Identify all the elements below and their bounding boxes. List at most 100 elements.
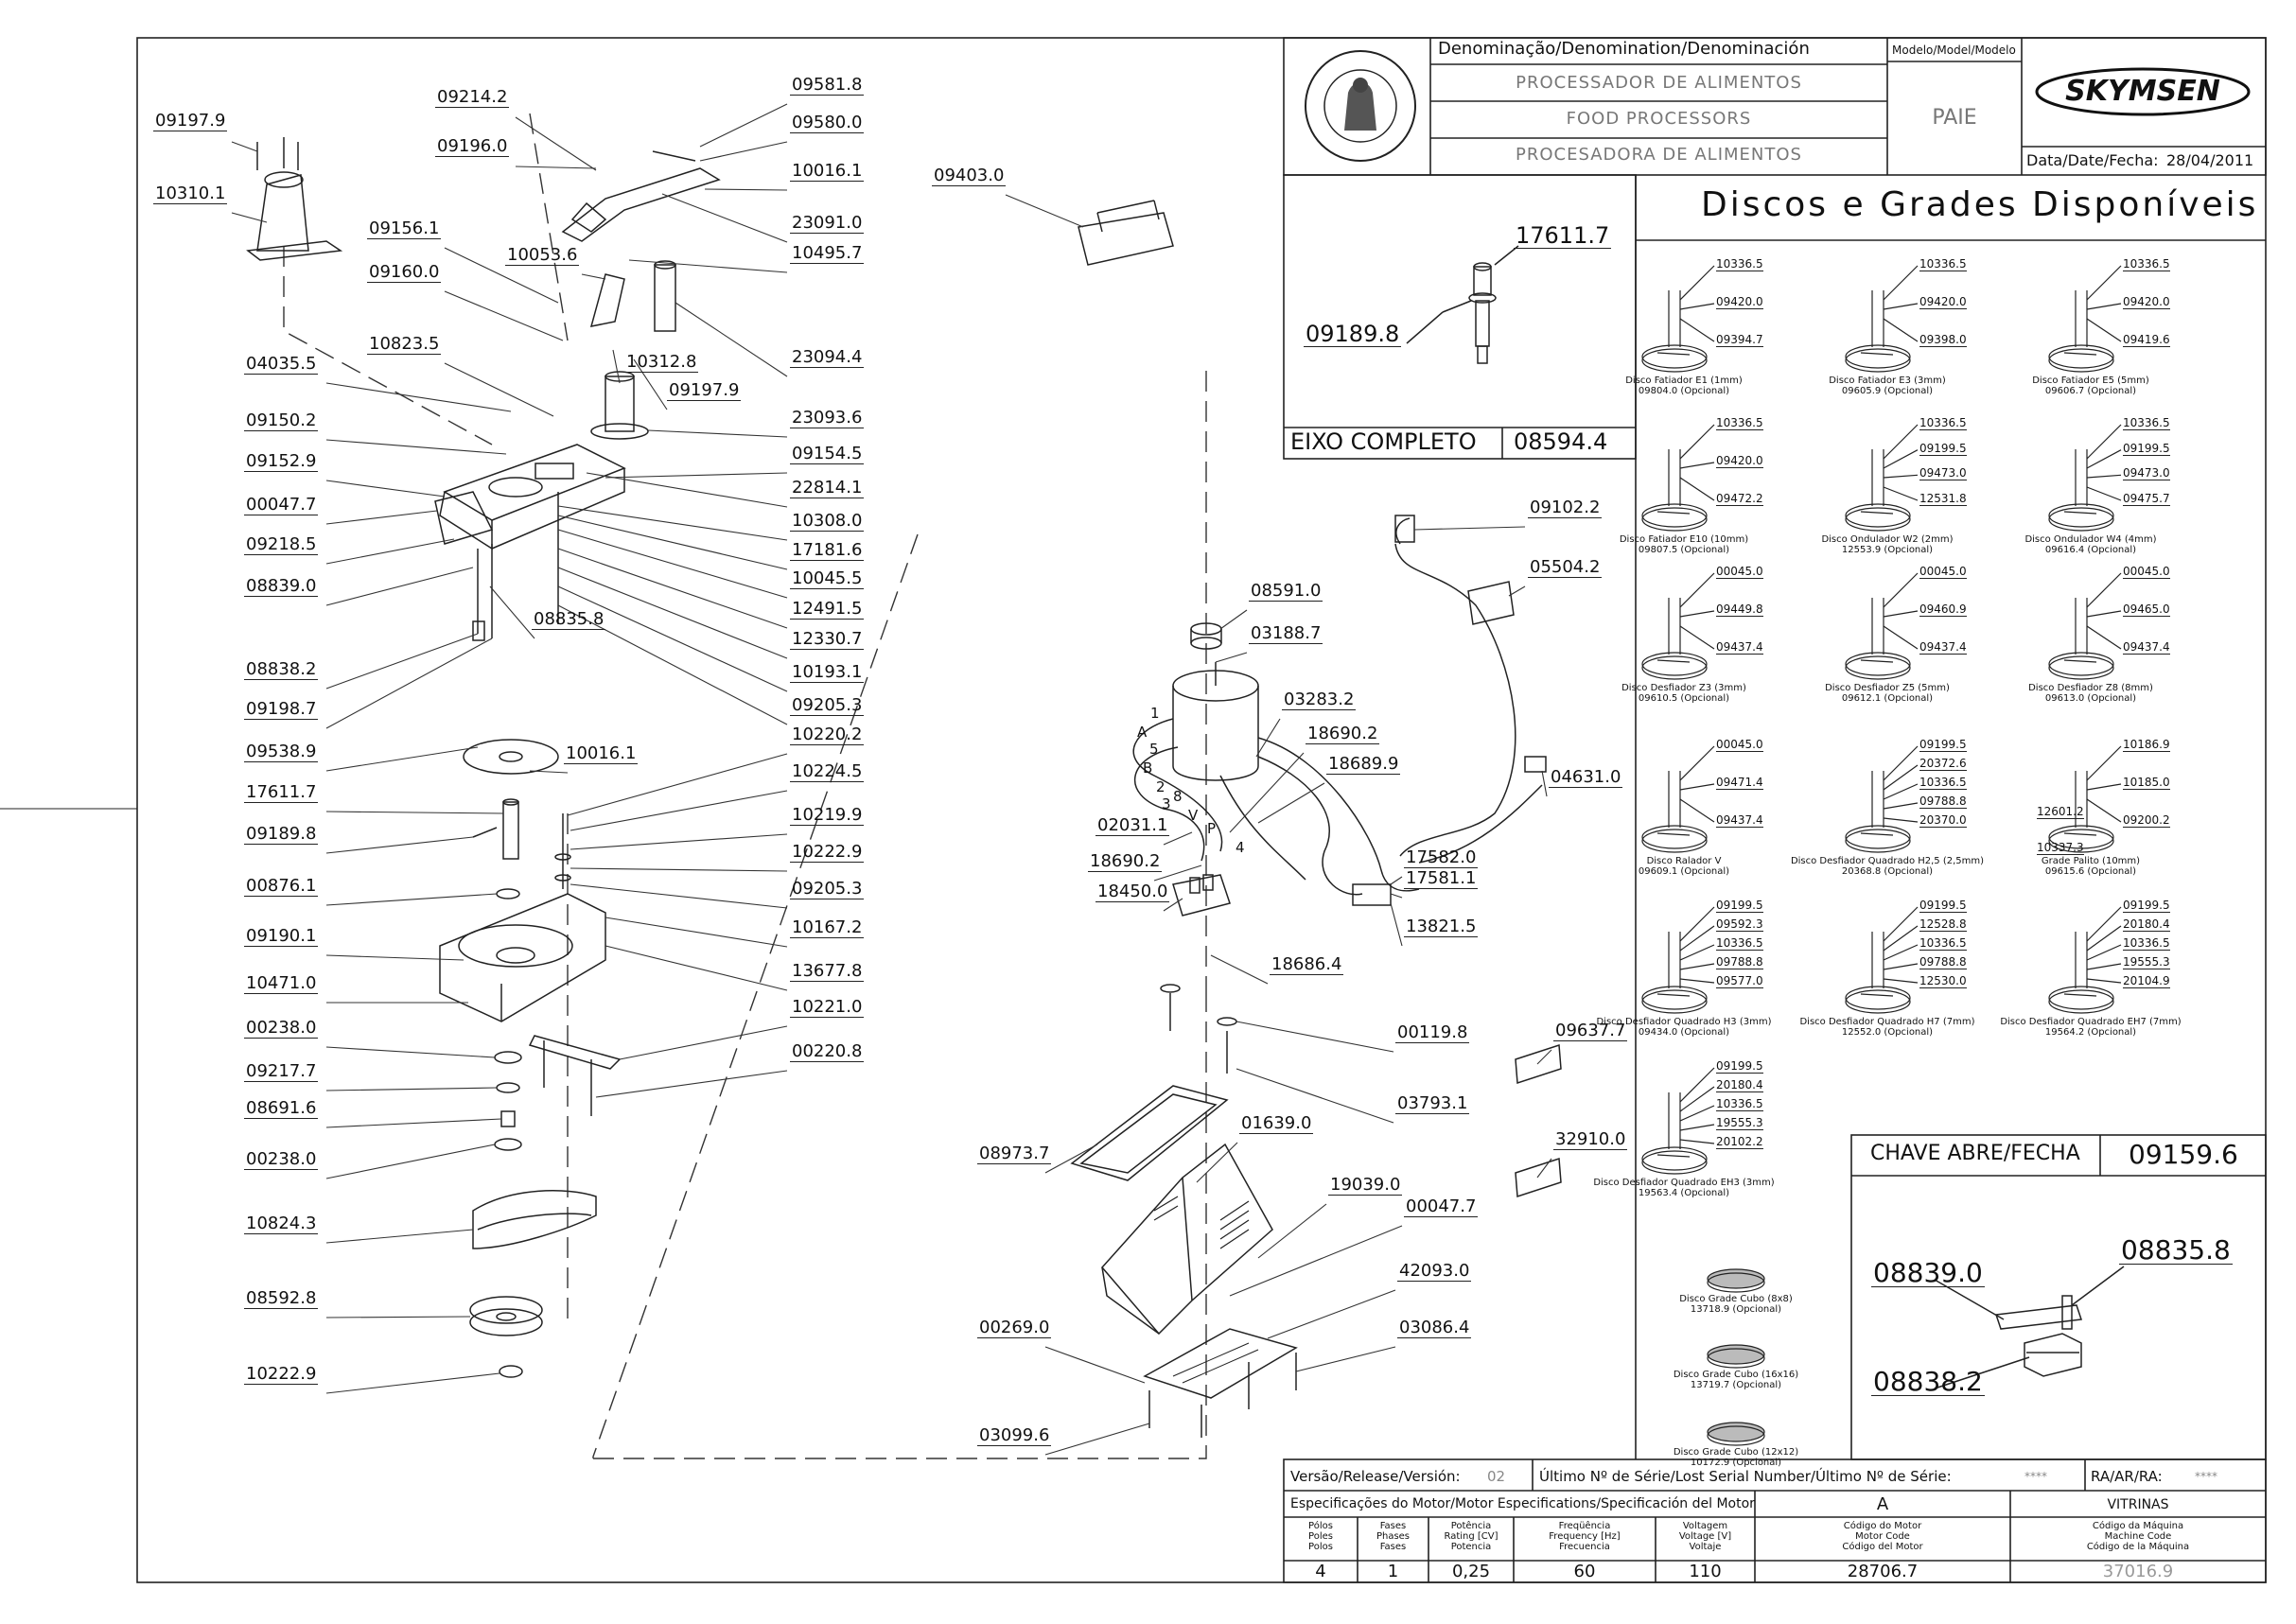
disc-part-number: 09473.0 bbox=[2123, 466, 2170, 481]
disc-code: 09616.4 (Opcional) bbox=[2044, 545, 2137, 555]
part-number-label: 12330.7 bbox=[790, 629, 865, 650]
disc-part-number: 10336.5 bbox=[1919, 776, 1967, 790]
disc-part-number: 10336.5 bbox=[2123, 416, 2170, 430]
cube-disc-code: 10172.9 (Opcional) bbox=[1690, 1458, 1782, 1468]
value-poles: 4 bbox=[1315, 1562, 1326, 1581]
disc-code: 09612.1 (Opcional) bbox=[1841, 693, 1934, 704]
disc-code: 09434.0 (Opcional) bbox=[1638, 1027, 1730, 1038]
part-number-label: 10471.0 bbox=[244, 973, 319, 994]
disc-part-number: 10185.0 bbox=[2123, 776, 2170, 790]
disc-caption: Disco Desfiador Quadrado EH3 (3mm) bbox=[1593, 1178, 1775, 1188]
cube-disc-caption: Disco Grade Cubo (8x8) bbox=[1679, 1294, 1793, 1304]
part-number-label: 03099.6 bbox=[977, 1425, 1052, 1446]
part-number-label: 08592.8 bbox=[244, 1288, 319, 1309]
wire-mark: 3 bbox=[1162, 795, 1171, 812]
part-number-label: 09218.5 bbox=[244, 534, 319, 555]
disc-drawing bbox=[2048, 265, 2122, 373]
part-number-label: 00269.0 bbox=[977, 1318, 1052, 1338]
ra-label: RA/AR/RA: bbox=[2091, 1468, 2163, 1485]
part-number-label: 10045.5 bbox=[790, 568, 865, 589]
disc-part-number: 10336.5 bbox=[1919, 416, 1967, 430]
part-number-label: 17611.7 bbox=[244, 782, 319, 803]
disc-drawing bbox=[1641, 745, 1715, 853]
brand-logo: SKYMSEN bbox=[2029, 59, 2256, 125]
part-number-label: 03086.4 bbox=[1397, 1318, 1472, 1338]
disc-part-number: 09199.5 bbox=[1716, 1059, 1763, 1074]
disc-caption: Disco Desfiador Quadrado H3 (3mm) bbox=[1596, 1017, 1772, 1027]
part-number-label: 10219.9 bbox=[790, 805, 865, 826]
part-number-label: 10222.9 bbox=[244, 1364, 319, 1385]
part-number-label: 02031.1 bbox=[1095, 815, 1170, 836]
wire-mark: 5 bbox=[1149, 741, 1159, 758]
part-number-label: 10312.8 bbox=[624, 352, 699, 373]
disc-part-number: 09199.5 bbox=[1919, 441, 1967, 456]
part-number-label: 09160.0 bbox=[367, 262, 442, 283]
disc-code: 09606.7 (Opcional) bbox=[2044, 386, 2137, 396]
disc-code: 12553.9 (Opcional) bbox=[1841, 545, 1934, 555]
disc-part-number: 00045.0 bbox=[1716, 565, 1763, 579]
disc-part-number: 09199.5 bbox=[1716, 899, 1763, 913]
eixo-part-top: 17611.7 bbox=[1514, 222, 1612, 249]
disc-part-number: 09437.4 bbox=[1919, 640, 1967, 655]
disc-code: 09609.1 (Opcional) bbox=[1638, 866, 1730, 877]
part-number-label: 10016.1 bbox=[790, 161, 865, 182]
part-number-label: 08835.8 bbox=[532, 609, 606, 630]
disc-code: 09615.6 (Opcional) bbox=[2044, 866, 2137, 877]
chave-part-3: 08838.2 bbox=[1871, 1366, 1985, 1397]
part-number-label: 08838.2 bbox=[244, 659, 319, 680]
disc-part-number: 09788.8 bbox=[1919, 795, 1967, 809]
wire-mark: P bbox=[1207, 820, 1217, 837]
disc-drawing bbox=[1641, 424, 1715, 532]
part-number-label: 17581.1 bbox=[1404, 868, 1479, 889]
part-number-label: 03283.2 bbox=[1282, 690, 1357, 710]
version-label: Versão/Release/Versión: bbox=[1290, 1468, 1461, 1485]
part-number-label: 09154.5 bbox=[790, 444, 865, 464]
brand-logo-text: SKYMSEN bbox=[2065, 75, 2220, 108]
disc-code: 09613.0 (Opcional) bbox=[2044, 693, 2137, 704]
disc-part-number: 09437.4 bbox=[1716, 813, 1763, 828]
chave-part-2: 08835.8 bbox=[2119, 1234, 2233, 1266]
part-number-label: 01639.0 bbox=[1239, 1113, 1314, 1134]
disc-part-number: 09420.0 bbox=[2123, 295, 2170, 309]
part-number-label: 10053.6 bbox=[505, 245, 580, 266]
part-number-label: 09217.7 bbox=[244, 1061, 319, 1082]
part-number-label: 04035.5 bbox=[244, 354, 319, 375]
disc-part-number: 09437.4 bbox=[1716, 640, 1763, 655]
part-number-label: 10222.9 bbox=[790, 842, 865, 863]
wire-marks: 1 A 5 B 2 3 8 V P 4 bbox=[1137, 705, 1245, 856]
part-number-label: 09580.0 bbox=[790, 113, 865, 133]
model-label: Modelo/Model/Modelo bbox=[1892, 44, 2016, 57]
disc-caption: Disco Fatiador E10 (10mm) bbox=[1619, 534, 1749, 545]
part-number-label: 17181.6 bbox=[790, 540, 865, 561]
disc-part-number: 09788.8 bbox=[1716, 955, 1763, 969]
wire-mark: 1 bbox=[1150, 705, 1160, 722]
disc-code: 09610.5 (Opcional) bbox=[1638, 693, 1730, 704]
part-number-label: 09156.1 bbox=[367, 218, 442, 239]
disc-part-number: 09199.5 bbox=[1919, 738, 1967, 752]
disc-part-number: 09449.8 bbox=[1716, 602, 1763, 617]
part-number-label: 23094.4 bbox=[790, 347, 865, 368]
value-phases: 1 bbox=[1387, 1562, 1399, 1581]
disc-part-number: 19555.3 bbox=[2123, 955, 2170, 969]
cube-disc-drawing bbox=[1707, 1344, 1765, 1369]
disc-code: 19563.4 (Opcional) bbox=[1638, 1188, 1730, 1198]
disc-caption: Disco Ondulador W2 (2mm) bbox=[1821, 534, 1954, 545]
disc-part-number: 00045.0 bbox=[1716, 738, 1763, 752]
disc-part-number: 09788.8 bbox=[1919, 955, 1967, 969]
part-number-label: 09205.3 bbox=[790, 879, 865, 899]
wire-mark: 4 bbox=[1236, 839, 1245, 856]
disc-drawing bbox=[1641, 572, 1715, 680]
part-number-label: 03188.7 bbox=[1249, 623, 1323, 644]
date-label: Data/Date/Fecha: bbox=[2026, 151, 2159, 169]
